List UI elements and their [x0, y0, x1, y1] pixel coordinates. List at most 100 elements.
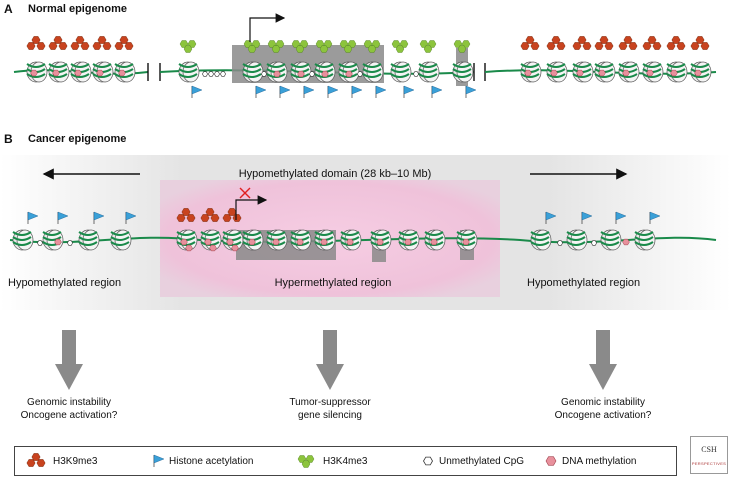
- h3k9me3-mark: [572, 36, 592, 50]
- acetylation-flag: [27, 211, 39, 224]
- outcome-left-line1: Genomic instability: [27, 397, 111, 408]
- unmethylated-cpg: [357, 71, 363, 77]
- panel-a-title: Normal epigenome: [28, 3, 128, 15]
- dna-methylation-mark: [96, 69, 104, 77]
- panel-a-letter: A: [4, 2, 13, 16]
- left-region-label: Hypomethylated region: [8, 277, 122, 289]
- legend-label-h3k9me3: H3K9me3: [53, 456, 98, 467]
- dna-methylation-mark: [273, 70, 281, 78]
- transcription-start-arrow: [249, 13, 286, 42]
- unmethylated-cpg: [214, 71, 220, 77]
- unmethylated-cpg: [202, 71, 208, 77]
- dna-methylation-mark: [74, 69, 82, 77]
- h3k9me3-mark: [520, 36, 540, 50]
- dna-methylation-mark: [462, 238, 470, 246]
- dna-methylation-mark: [297, 70, 305, 78]
- acetylation-flag: [255, 85, 267, 98]
- unmethylated-cpg: [557, 240, 563, 246]
- acetylation-flag: [545, 211, 557, 224]
- logo-text: CSH: [701, 445, 717, 454]
- dna-methylation-mark: [598, 69, 606, 77]
- panel-b-title: Cancer epigenome: [28, 133, 127, 145]
- h3k9me3-mark: [618, 36, 638, 50]
- h3k9me3-mark: [594, 36, 614, 50]
- dna-methylation-mark: [376, 238, 384, 246]
- dna-methylation-mark: [320, 238, 328, 246]
- legend: H3K9me3 Histone acetylation H3K4me3 Unme…: [14, 446, 677, 476]
- nucleosome: [114, 61, 136, 83]
- nucleosome: [566, 229, 588, 251]
- h3k9me3-mark: [70, 36, 90, 50]
- nucleosome: [78, 229, 100, 251]
- dna-methylation-mark: [670, 69, 678, 77]
- h3k4me3-mark: [179, 40, 197, 53]
- h3k4me3-mark: [453, 40, 471, 53]
- dna-methylation-mark: [622, 69, 630, 77]
- acetylation-flag-icon: [153, 454, 165, 467]
- dna-methylation-mark: [209, 244, 217, 252]
- h3k4me3-mark: [419, 40, 437, 53]
- dna-methylation-mark: [346, 238, 354, 246]
- nucleosome: [242, 61, 264, 83]
- blocked-transcription-arrow: [235, 195, 268, 220]
- acetylation-flag: [431, 85, 443, 98]
- nucleosome: [26, 61, 48, 83]
- dna-methylation-mark: [54, 238, 62, 246]
- dna-methylation-mark: [524, 69, 532, 77]
- nucleosome: [520, 61, 542, 83]
- unmethylated-cpg: [220, 71, 226, 77]
- unmethylated-cpg: [67, 240, 73, 246]
- unmethylated-cpg: [309, 71, 315, 77]
- nucleosome: [110, 229, 132, 251]
- dna-methylation-mark: [345, 70, 353, 78]
- h3k4me3-mark: [243, 40, 261, 53]
- dna-methylation-mark: [118, 69, 126, 77]
- dna-methylation-mark: [272, 238, 280, 246]
- acetylation-flag: [351, 85, 363, 98]
- h3k9me3-mark: [642, 36, 662, 50]
- h3k9me3-mark: [690, 36, 710, 50]
- h3k9me3-mark: [200, 208, 220, 222]
- h3k9me3-mark: [666, 36, 686, 50]
- outcome-right-line1: Genomic instability: [561, 397, 645, 408]
- h3k4me3-mark: [291, 40, 309, 53]
- acetylation-flag: [279, 85, 291, 98]
- h3k4me3-mark: [315, 40, 333, 53]
- acetylation-flag: [303, 85, 315, 98]
- dna-methylation-mark: [248, 238, 256, 246]
- dna-methylation-mark: [226, 238, 234, 246]
- h3k4me3-mark: [363, 40, 381, 53]
- h3k9me3-mark: [546, 36, 566, 50]
- h3k9me3-mark: [114, 36, 134, 50]
- nucleosome: [12, 229, 34, 251]
- outcome-arrow-left: [55, 330, 83, 390]
- acetylation-flag: [615, 211, 627, 224]
- h3k4me3-icon: [297, 455, 315, 468]
- outcome-center-line2: gene silencing: [298, 410, 362, 421]
- h3k9me3-mark: [176, 208, 196, 222]
- unmethylated-cpg-icon: [423, 456, 433, 466]
- acetylation-flag: [93, 211, 105, 224]
- right-region-label: Hypomethylated region: [527, 277, 641, 289]
- h3k9me3-icon: [26, 453, 46, 467]
- nucleosome: [600, 229, 622, 251]
- h3k4me3-mark: [339, 40, 357, 53]
- dna-methylation-mark: [231, 244, 239, 252]
- outcome-right-line2: Oncogene activation?: [554, 410, 652, 421]
- csh-perspectives-logo: CSH PERSPECTIVES: [690, 436, 728, 474]
- dna-methylation-mark: [204, 238, 212, 246]
- acetylation-flag: [649, 211, 661, 224]
- h3k9me3-mark: [222, 208, 242, 222]
- legend-label-h3k4me3: H3K4me3: [323, 456, 368, 467]
- acetylation-flag: [403, 85, 415, 98]
- dna-methylation-mark: [646, 69, 654, 77]
- legend-label-acetylation: Histone acetylation: [169, 456, 254, 467]
- nucleosome: [418, 61, 440, 83]
- unmethylated-cpg: [591, 240, 597, 246]
- legend-label-unmethylated-cpg: Unmethylated CpG: [439, 456, 525, 467]
- h3k4me3-mark: [267, 40, 285, 53]
- dna-methylation-mark: [180, 238, 188, 246]
- outcome-arrow-center: [316, 330, 344, 390]
- nucleosome: [634, 229, 656, 251]
